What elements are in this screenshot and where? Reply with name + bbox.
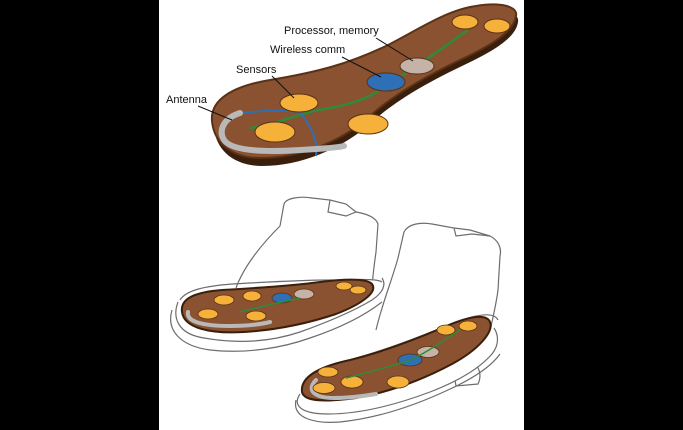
sensor-pad	[317, 366, 339, 378]
antenna	[218, 110, 347, 154]
sensor-pad	[245, 310, 267, 322]
sensor-pad	[335, 281, 353, 291]
sensor-pad	[458, 320, 478, 332]
sensor-pad	[451, 14, 479, 30]
sensor-pad	[436, 324, 456, 336]
sensor-pad	[349, 285, 367, 295]
label-wireless-comm: Wireless comm	[270, 44, 345, 56]
sensor-pad	[312, 382, 336, 394]
boot-collar-line	[329, 199, 357, 213]
sensor-pad	[347, 113, 389, 135]
sensor-pad	[386, 375, 410, 389]
leader-wireless	[341, 56, 382, 78]
insole-illustration: Processor, memory Wireless comm Sensors …	[166, 3, 519, 166]
processor-chip	[399, 57, 435, 75]
sensor-pad	[483, 18, 511, 34]
processor-chip	[416, 346, 440, 358]
processor-chip	[293, 288, 315, 300]
label-sensors: Sensors	[236, 64, 277, 76]
leader-antenna	[197, 105, 233, 121]
boot-sole-edge	[295, 353, 501, 423]
wireless-module	[366, 72, 406, 92]
right-boot-insole	[300, 315, 492, 402]
left-boot-insole	[180, 278, 375, 334]
label-processor-memory: Processor, memory	[284, 25, 379, 37]
sensor-pad	[340, 375, 364, 389]
sensor-pad	[197, 308, 219, 320]
boot-collar-line	[453, 227, 491, 237]
sensor-pad	[254, 121, 296, 143]
sensor-pad	[242, 290, 262, 302]
boot-shaft	[375, 222, 502, 333]
label-antenna: Antenna	[166, 94, 208, 106]
leader-processor	[375, 37, 414, 62]
wiring-green	[249, 28, 469, 130]
boot-sole-edge	[170, 301, 383, 352]
sensor-pad	[213, 294, 235, 306]
boot-shaft	[235, 196, 379, 293]
leader-sensors	[271, 75, 295, 99]
sensor-pad	[279, 93, 319, 113]
wiring-blue-2	[299, 111, 318, 157]
